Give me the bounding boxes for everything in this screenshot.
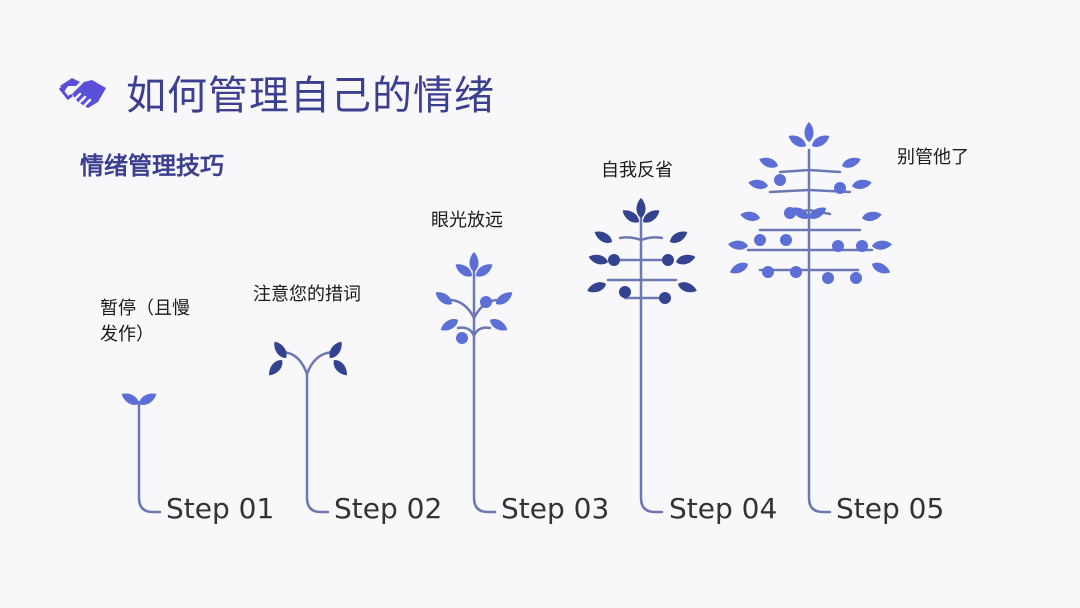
step-01-stem (139, 402, 160, 512)
step-05-stem (809, 150, 830, 512)
step-04-stem (641, 218, 662, 512)
step-02-stem (307, 372, 328, 512)
